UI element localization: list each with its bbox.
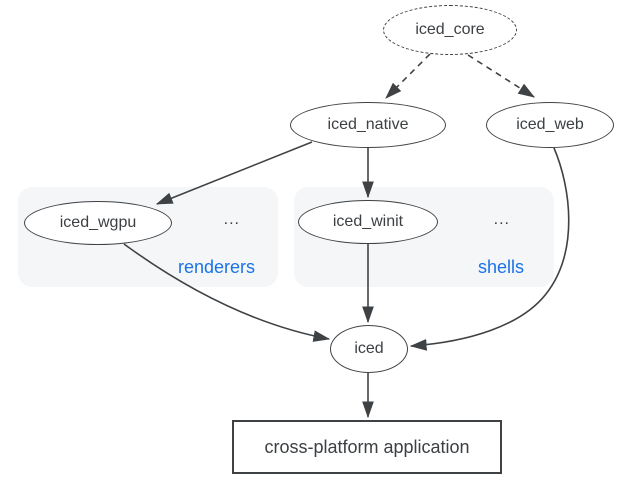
shells-ellipsis: ...: [493, 211, 510, 228]
node-iced-native-label: iced_native: [327, 116, 409, 133]
node-iced-core: iced_core: [383, 5, 517, 55]
node-iced-core-label: iced_core: [415, 21, 485, 38]
node-iced-native: iced_native: [290, 102, 446, 148]
node-iced: iced: [330, 325, 408, 373]
node-iced-web: iced_web: [486, 102, 614, 148]
edge-iced-core-to-iced-web: [467, 54, 535, 98]
edge-iced-core-to-iced-native: [385, 53, 431, 99]
shells-group-label: shells: [477, 257, 524, 277]
node-application-label: cross-platform application: [264, 436, 470, 457]
node-iced-web-label: iced_web: [516, 116, 584, 133]
node-iced-wgpu-label: iced_wgpu: [59, 214, 137, 231]
node-iced-winit: iced_winit: [298, 200, 438, 244]
node-iced-label: iced: [354, 340, 384, 357]
renderers-ellipsis: ...: [223, 211, 240, 228]
edge-iced-web-to-iced: [409, 147, 570, 351]
node-iced-wgpu: iced_wgpu: [24, 201, 172, 245]
renderers-group-label: renderers: [177, 257, 255, 277]
edge-iced-native-to-iced-wgpu: [155, 141, 313, 205]
edge-iced-wgpu-to-iced: [123, 243, 331, 342]
node-iced-winit-label: iced_winit: [332, 213, 404, 230]
node-cross-platform-application: cross-platform application: [232, 420, 502, 474]
